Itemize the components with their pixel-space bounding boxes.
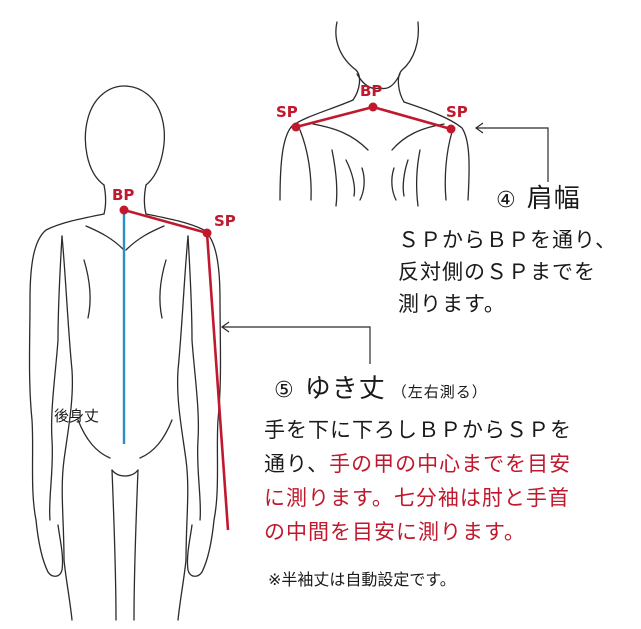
shoulder-width-line-2: 反対側のＳＰまでを [398, 260, 596, 284]
top-bp-point [368, 102, 378, 112]
top-sp-right-point [446, 124, 456, 134]
sleeve-length-line-1: 手を下に下ろしＢＰからＳＰを [264, 418, 572, 442]
back-body-figure [28, 85, 222, 621]
sleeve-length-line-2-red: 手の甲の中心までを目安 [329, 452, 572, 476]
sleeve-length-subtitle: （左右測る） [391, 383, 488, 401]
sleeve-length-line-4: の中間を目安に測ります。 [264, 520, 526, 544]
sleeve-length-measure-line [119, 205, 230, 531]
back-sp-label: SP [214, 212, 236, 230]
top-sp-left-point [291, 122, 301, 132]
back-bp-label: BP [112, 186, 134, 204]
shoulder-width-pointer [474, 122, 549, 182]
top-sp-right-label: SP [446, 103, 468, 121]
shoulder-width-number: ④ [496, 188, 517, 213]
sleeve-length-heading: ⑤ ゆき丈 （左右測る） [274, 368, 488, 405]
back-bp-point [119, 205, 129, 215]
shoulder-width-line-1: ＳＰからＢＰを通り、 [398, 228, 618, 252]
back-sp-point [202, 228, 212, 238]
sleeve-length-title: ゆき丈 [304, 374, 386, 404]
sleeve-length-line-2-black: 通り、 [264, 452, 330, 476]
shoulder-width-title: 肩幅 [526, 184, 581, 214]
half-sleeve-note: ※半袖丈は自動設定です。 [268, 570, 456, 589]
shoulder-closeup-figure [279, 21, 470, 207]
sleeve-length-line-3: に測ります。七分袖は肘と手首 [264, 486, 570, 510]
sleeve-length-pointer [220, 321, 371, 364]
shoulder-width-measure-line [291, 102, 456, 134]
top-sp-left-label: SP [276, 103, 298, 121]
back-length-label: 後身丈 [54, 407, 99, 425]
shoulder-width-heading: ④ 肩幅 [496, 178, 581, 215]
top-bp-label: BP [360, 82, 382, 100]
sleeve-length-line-2: 通り、手の甲の中心までを目安 [264, 454, 571, 475]
sleeve-length-number: ⑤ [274, 378, 295, 403]
shoulder-width-line-3: 測ります。 [398, 292, 506, 316]
